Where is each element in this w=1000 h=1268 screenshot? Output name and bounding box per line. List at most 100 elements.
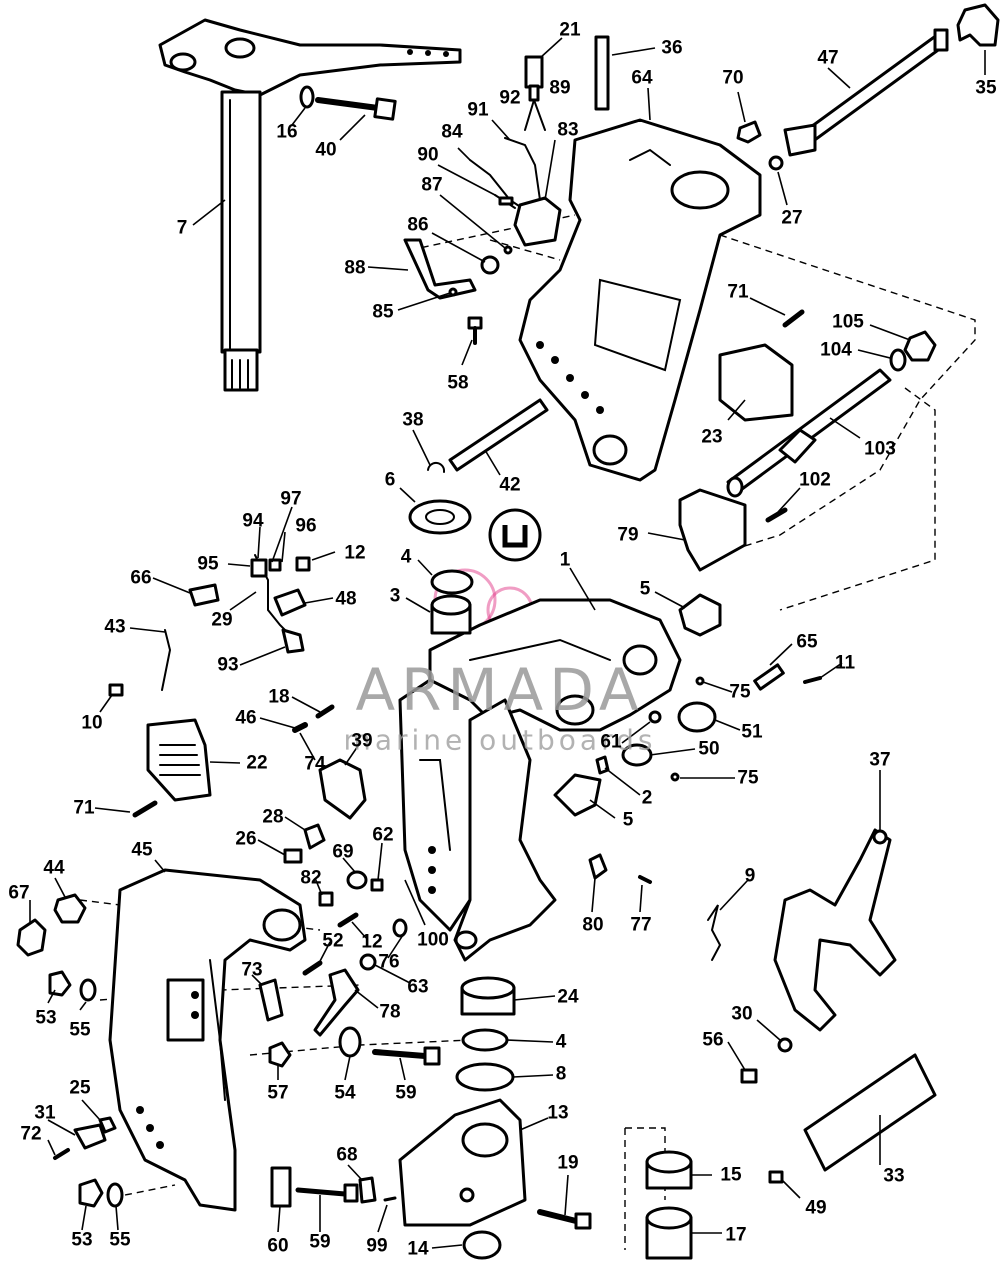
callout-46: 46 bbox=[235, 707, 257, 729]
callout-44: 44 bbox=[43, 857, 65, 879]
screw-part-82 bbox=[318, 891, 334, 907]
clip-part-35 bbox=[956, 3, 1000, 47]
callout-85: 85 bbox=[372, 301, 394, 323]
nut-part-53-bottom bbox=[78, 1178, 104, 1208]
callout-61: 61 bbox=[600, 731, 622, 753]
callout-72: 72 bbox=[20, 1123, 42, 1145]
screw-part-71-top bbox=[782, 309, 805, 328]
callout-55-top: 55 bbox=[69, 1019, 91, 1041]
callout-71-bottom: 71 bbox=[73, 797, 95, 819]
wire-part-43 bbox=[161, 629, 172, 691]
bearing-part-8 bbox=[455, 1062, 515, 1092]
block-part-62 bbox=[370, 878, 384, 892]
callout-96: 96 bbox=[295, 515, 317, 537]
washer-part-104 bbox=[889, 348, 907, 372]
bar-part-33 bbox=[803, 1053, 937, 1172]
callout-55-bottom: 55 bbox=[109, 1229, 131, 1251]
callout-79: 79 bbox=[617, 524, 639, 546]
callout-90: 90 bbox=[417, 144, 439, 166]
callout-4-top: 4 bbox=[400, 546, 412, 568]
plate-part-60 bbox=[270, 1166, 292, 1208]
washer-part-55-bottom bbox=[106, 1182, 124, 1208]
callout-47: 47 bbox=[817, 47, 839, 69]
cap-part-67 bbox=[16, 918, 47, 957]
nut-part-105 bbox=[903, 330, 937, 362]
callout-92: 92 bbox=[499, 87, 521, 109]
callout-94: 94 bbox=[242, 510, 264, 532]
callout-82: 82 bbox=[300, 867, 322, 889]
callout-42: 42 bbox=[499, 474, 521, 496]
screw-part-26 bbox=[283, 848, 303, 864]
callout-13: 13 bbox=[547, 1102, 569, 1124]
bushing-part-51 bbox=[677, 701, 717, 733]
bushing-part-57 bbox=[268, 1041, 292, 1068]
callout-22: 22 bbox=[246, 752, 268, 774]
bushing-part-3 bbox=[430, 594, 472, 635]
callout-49: 49 bbox=[805, 1197, 827, 1219]
bolt-part-19 bbox=[537, 1209, 592, 1230]
callout-65: 65 bbox=[796, 631, 818, 653]
screw-part-10 bbox=[108, 683, 124, 697]
callout-87: 87 bbox=[421, 174, 443, 196]
bushing-part-17 bbox=[645, 1206, 693, 1260]
callout-16: 16 bbox=[276, 121, 298, 143]
washer-part-63 bbox=[359, 953, 377, 971]
washer-part-87 bbox=[503, 245, 513, 255]
callout-5-top: 5 bbox=[639, 578, 651, 600]
pin-part-46 bbox=[292, 722, 308, 733]
callout-68: 68 bbox=[336, 1144, 358, 1166]
callout-45: 45 bbox=[131, 839, 153, 861]
screw-part-56 bbox=[740, 1068, 758, 1084]
washer-part-30 bbox=[777, 1037, 793, 1053]
callout-67: 67 bbox=[8, 882, 30, 904]
washer-part-16 bbox=[299, 85, 315, 109]
pin-part-42 bbox=[448, 398, 549, 472]
callout-105: 105 bbox=[832, 311, 864, 333]
callout-89: 89 bbox=[549, 77, 571, 99]
callout-66: 66 bbox=[130, 567, 152, 589]
screw-part-71-mid bbox=[132, 800, 158, 818]
callout-38: 38 bbox=[402, 409, 424, 431]
nut-part-14 bbox=[462, 1230, 502, 1260]
screw-part-11 bbox=[803, 676, 822, 684]
bracket-part-39 bbox=[318, 758, 367, 820]
callout-12-bottom: 12 bbox=[361, 931, 383, 953]
callout-12-top: 12 bbox=[344, 542, 366, 564]
callout-39: 39 bbox=[351, 730, 373, 752]
callout-100: 100 bbox=[417, 929, 449, 951]
washer-part-6 bbox=[408, 499, 472, 535]
callout-56: 56 bbox=[702, 1029, 724, 1051]
washer-part-55-top bbox=[79, 978, 97, 1002]
pin-part-36 bbox=[594, 35, 610, 111]
callout-40: 40 bbox=[315, 139, 337, 161]
callout-83: 83 bbox=[557, 119, 579, 141]
callout-63: 63 bbox=[407, 976, 429, 998]
callout-25: 25 bbox=[69, 1077, 91, 1099]
bolt-part-40 bbox=[315, 97, 397, 121]
housing-part-13 bbox=[398, 1098, 527, 1227]
callout-64: 64 bbox=[631, 67, 653, 89]
callout-75-bottom: 75 bbox=[737, 767, 759, 789]
callout-80: 80 bbox=[582, 914, 604, 936]
plate-part-65 bbox=[753, 663, 785, 691]
clip-part-80 bbox=[588, 853, 608, 880]
callout-10: 10 bbox=[81, 712, 103, 734]
callout-102: 102 bbox=[799, 469, 831, 491]
callout-71-top: 71 bbox=[727, 281, 749, 303]
stern-bracket-part-45 bbox=[108, 868, 307, 1212]
spacer-part-76 bbox=[392, 918, 408, 938]
wiring-parts-93-97 bbox=[250, 554, 311, 654]
callout-30: 30 bbox=[731, 1003, 753, 1025]
callout-3: 3 bbox=[389, 585, 401, 607]
callout-104: 104 bbox=[820, 339, 852, 361]
callout-8: 8 bbox=[555, 1063, 567, 1085]
ring-part-86 bbox=[480, 255, 500, 275]
lever-part-88 bbox=[403, 238, 477, 300]
callout-103: 103 bbox=[864, 438, 896, 460]
nut-part-25 bbox=[98, 1116, 117, 1134]
callout-69: 69 bbox=[332, 841, 354, 863]
watermark-brand: ARMADA bbox=[355, 656, 645, 724]
callout-91: 91 bbox=[467, 99, 489, 121]
nut-part-44 bbox=[53, 893, 87, 924]
nut-part-70 bbox=[736, 120, 762, 144]
